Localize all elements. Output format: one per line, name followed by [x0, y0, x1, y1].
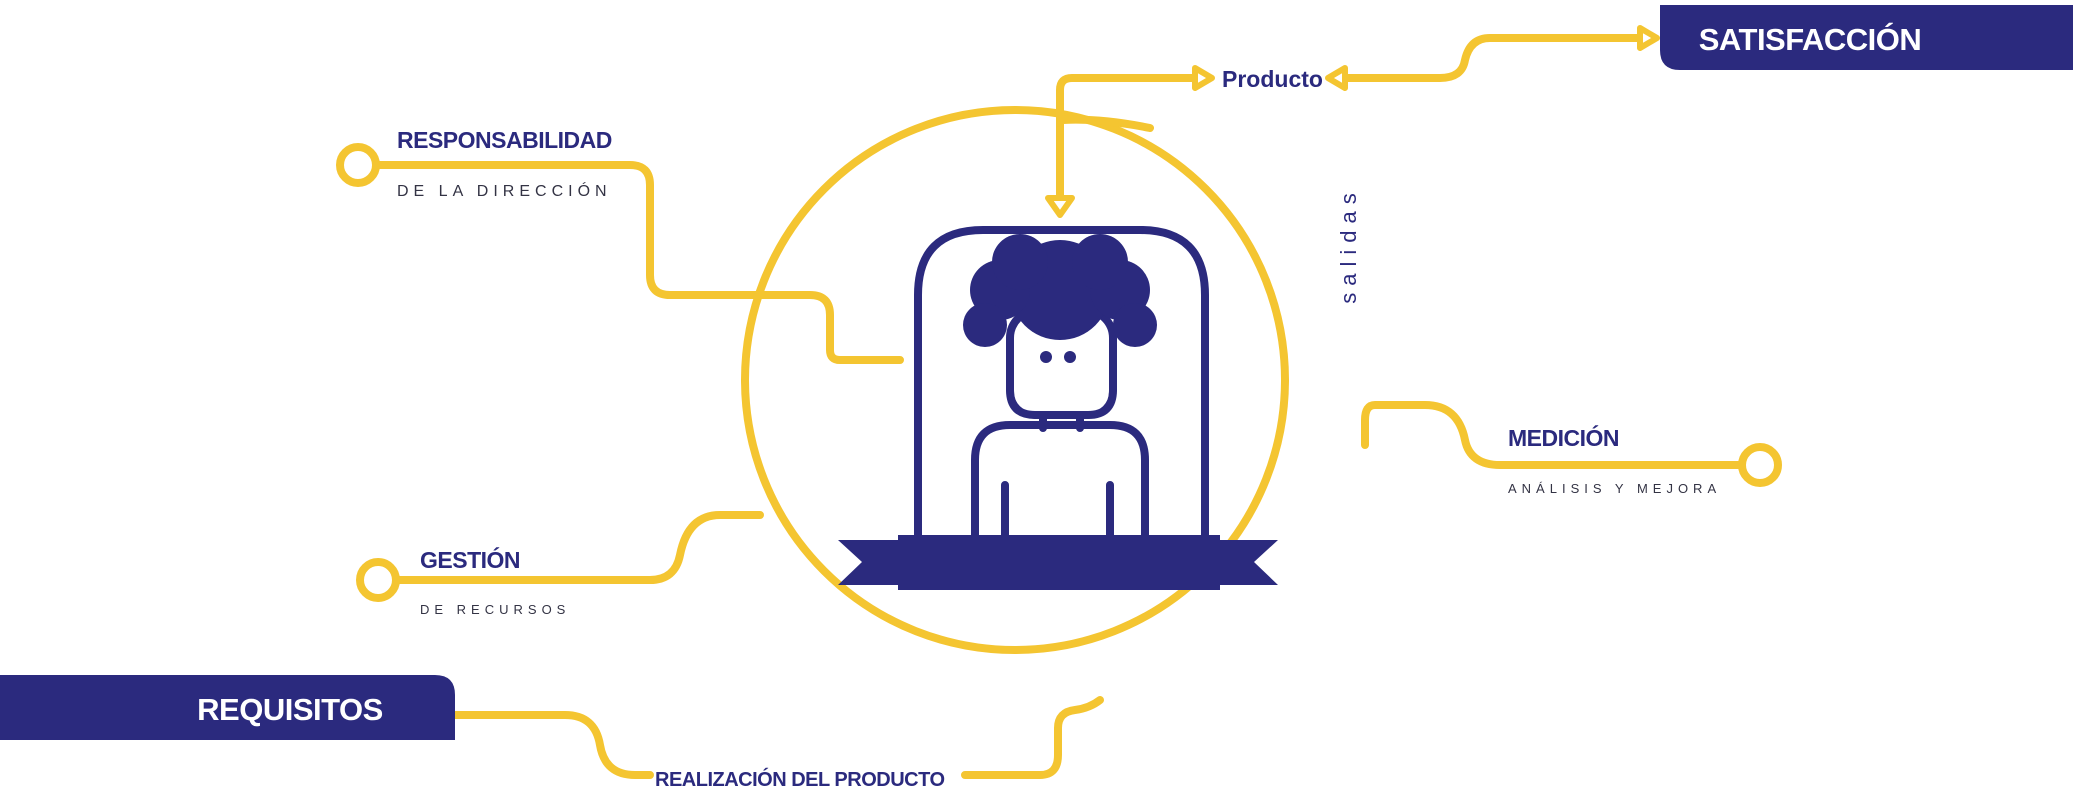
gestion-title: GESTIÓN: [420, 546, 520, 573]
person-eye-left: [1040, 351, 1052, 363]
person-face-fill: [1014, 342, 1109, 412]
salidas-label: salidas: [1336, 186, 1361, 303]
responsabilidad-subtitle: DE LA DIRECCIÓN: [397, 181, 612, 200]
person-eye-right: [1064, 351, 1076, 363]
arrow-down-icon: [1045, 195, 1075, 218]
arrow-left-icon: [1325, 65, 1348, 91]
satisfaccion-banner: SATISFACCIÓN: [1660, 5, 2073, 70]
medicion-connector: [1361, 401, 1782, 487]
gestion-connector: [356, 511, 764, 602]
requisitos-connector: [451, 711, 654, 779]
person-torso: [971, 421, 1149, 539]
requisitos-banner: REQUISITOS: [0, 675, 455, 740]
producto-connectors: [1056, 34, 1644, 214]
responsabilidad-title: RESPONSABILIDAD: [397, 127, 612, 153]
realizacion-connector: [961, 696, 1104, 779]
gestion-node-ring: [356, 558, 400, 602]
medicion-subtitle: ANÁLISIS Y MEJORA: [1508, 481, 1721, 496]
satisfaccion-label: SATISFACCIÓN: [1699, 21, 1922, 57]
arrow-right-icon: [1637, 25, 1660, 51]
gestion-subtitle: DE RECURSOS: [420, 602, 570, 617]
realizacion-title: REALIZACIÓN DEL PRODUCTO: [655, 767, 945, 791]
medicion-title: MEDICIÓN: [1508, 424, 1619, 451]
requisitos-label: REQUISITOS: [197, 692, 383, 727]
ribbon-banner-icon: [838, 535, 1278, 590]
responsabilidad-connector: [336, 143, 904, 364]
responsabilidad-node-ring: [336, 143, 380, 187]
process-circle: [741, 106, 1289, 654]
producto-arrowheads: [1045, 25, 1660, 218]
person-hair: [963, 234, 1157, 347]
medicion-node-ring: [1738, 443, 1782, 487]
producto-label: Producto: [1222, 66, 1323, 92]
arrow-right-icon: [1192, 65, 1215, 91]
